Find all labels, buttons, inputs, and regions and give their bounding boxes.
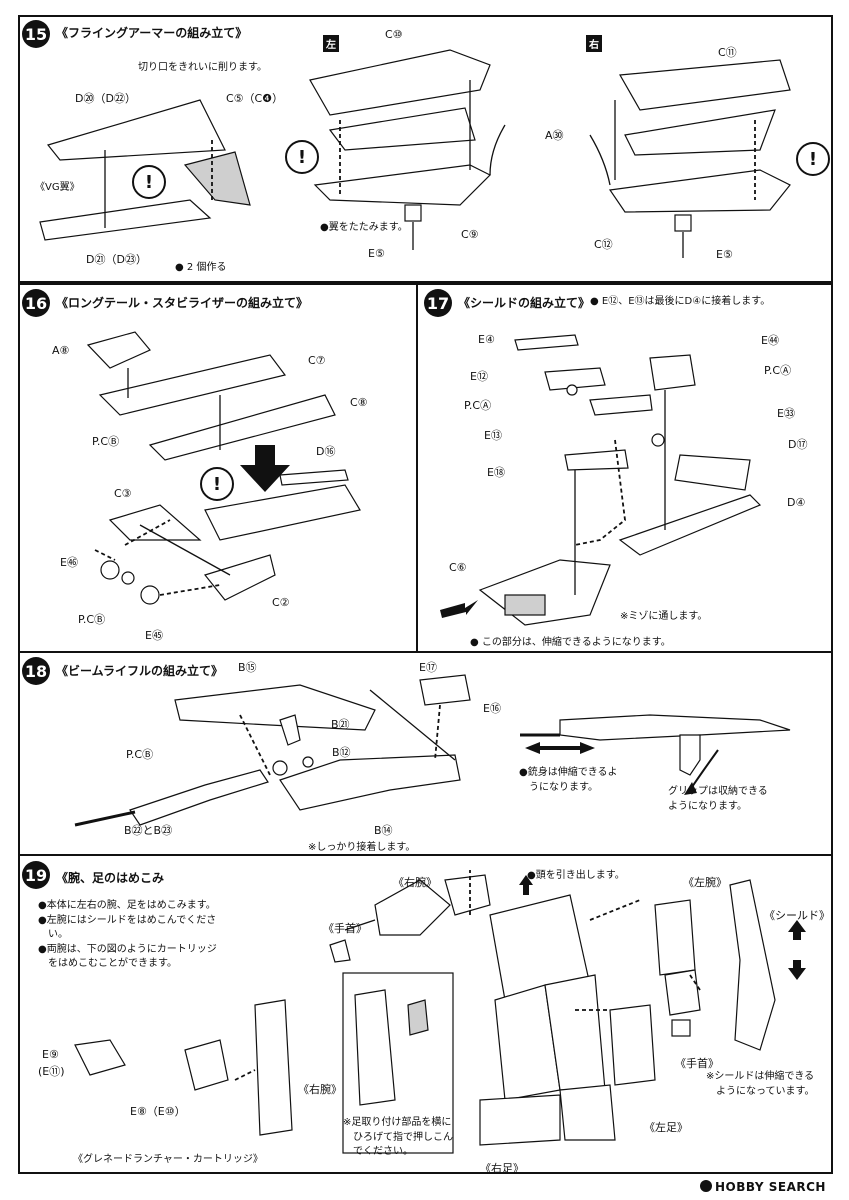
part-label-b21: B㉑ — [331, 718, 350, 731]
part-label-c12: C⑫ — [594, 238, 613, 251]
part-label-d16: D⑯ — [316, 445, 336, 458]
step-17-title: 《シールドの組み立て》 — [458, 296, 591, 310]
part-label-e45: E㊺ — [145, 629, 163, 642]
grip-note: グリップは収納できる ようになります。 — [668, 786, 768, 812]
part-label-c5: C⑤（C❹） — [226, 92, 284, 105]
part-label-e18: E⑱ — [487, 466, 505, 479]
part-label-c10: C⑩ — [385, 28, 403, 41]
part-label-b22-b23: B㉒とB㉓ — [124, 824, 173, 837]
label-left-arm: 《左腕》 — [683, 876, 727, 889]
part-label-c3: C③ — [114, 487, 132, 500]
part-label-e33: E㉝ — [777, 407, 795, 420]
label-left-leg: 《左足》 — [644, 1121, 688, 1134]
step-15-title: 《フライングアーマーの組み立て》 — [56, 26, 248, 40]
part-label-pca-right: P.CⒶ — [764, 364, 792, 377]
part-label-e5-left: E⑤ — [368, 247, 385, 260]
step-16-number: 16 — [22, 289, 50, 317]
step-17-subnote: ● E⑫、E⑬は最後にD④に接着します。 — [590, 296, 771, 307]
part-label-b14: B⑭ — [374, 824, 393, 837]
label-shield: 《シールド》 — [764, 909, 830, 922]
part-label-d20: D⑳（D㉒） — [75, 92, 136, 105]
right-side-tag: 右 — [586, 35, 602, 52]
part-label-e17: E⑰ — [419, 661, 437, 674]
two-pieces-note: ● 2 個作る — [175, 262, 227, 273]
label-hand-left: 《手首》 — [323, 922, 367, 935]
label-right-arm-2: 《右腕》 — [298, 1083, 342, 1096]
step-15-number: 15 — [22, 20, 50, 48]
label-hand-right: 《手首》 — [675, 1057, 719, 1070]
part-label-e46: E㊻ — [60, 556, 78, 569]
part-label-c7: C⑦ — [308, 354, 326, 367]
part-label-e13: E⑬ — [484, 429, 502, 442]
caution-icon: ! — [796, 142, 830, 176]
label-right-arm: 《右腕》 — [393, 876, 437, 889]
glue-note: ※しっかり接着します。 — [308, 842, 416, 853]
part-label-b15: B⑮ — [238, 661, 257, 674]
part-label-e8-e10: E⑧（E⑩） — [130, 1105, 186, 1118]
part-label-e44: E㊹ — [761, 334, 779, 347]
step-19-number: 19 — [22, 861, 50, 889]
part-label-c11: C⑪ — [718, 46, 737, 59]
part-label-e11: (E⑪) — [38, 1065, 65, 1078]
caution-icon: ! — [132, 165, 166, 199]
part-label-e12: E⑫ — [470, 370, 488, 383]
part-label-pcb: P.CⒷ — [92, 435, 120, 448]
step-18-number: 18 — [22, 657, 50, 685]
cartridge-caption: 《グレネードランチャー・カートリッジ》 — [73, 1154, 263, 1165]
vg-wing-label: 《VG翼》 — [35, 182, 80, 193]
head-note: ●頭を引き出します。 — [527, 870, 625, 881]
cut-note: 切り口をきれいに削ります。 — [138, 62, 267, 73]
caution-icon: ! — [285, 140, 319, 174]
step-17-number: 17 — [424, 289, 452, 317]
label-right-leg: 《右足》 — [480, 1162, 524, 1175]
part-label-a8: A⑧ — [52, 344, 70, 357]
part-label-d4: D④ — [787, 496, 806, 509]
step-19-panel — [18, 854, 833, 1174]
part-label-pca: P.CⒶ — [464, 399, 492, 412]
step-15-panel — [18, 15, 833, 283]
part-label-e9: E⑨ — [42, 1048, 59, 1061]
step-16-title: 《ロングテール・スタビライザーの組み立て》 — [56, 296, 309, 310]
part-label-e16: E⑯ — [483, 702, 501, 715]
groove-note: ※ミゾに通します。 — [620, 611, 708, 622]
caution-icon: ! — [200, 467, 234, 501]
logo-mark-icon — [700, 1180, 712, 1192]
part-label-pcb-2: P.CⒷ — [78, 613, 106, 626]
part-label-e5-right: E⑤ — [716, 248, 733, 261]
part-label-c8: C⑧ — [350, 396, 368, 409]
step-19-title: 《腕、足のはめこみ — [56, 871, 165, 885]
part-label-a30: A㉚ — [545, 129, 564, 142]
part-label-e4: E④ — [478, 333, 495, 346]
part-label-c2: C② — [272, 596, 290, 609]
part-label-c6: C⑥ — [449, 561, 467, 574]
foot-note: ※足取り付け部品を横に ひろげて指で押しこん でください。 — [343, 1117, 453, 1157]
hobby-search-logo: HOBBY SEARCH — [700, 1180, 826, 1194]
barrel-note: ●銃身は伸縮できるよ うになります。 — [519, 767, 618, 793]
left-side-tag: 左 — [323, 35, 339, 52]
part-label-d17: D⑰ — [788, 438, 808, 451]
part-label-b12: B⑫ — [332, 746, 351, 759]
extend-note: ● この部分は、伸縮できるようになります。 — [470, 637, 671, 648]
step-18-title: 《ビームライフルの組み立て》 — [56, 664, 224, 678]
part-label-d21: D㉑（D㉓） — [86, 253, 147, 266]
shield-extend-note: ※シールドは伸縮できる ようになっています。 — [706, 1071, 815, 1097]
part-label-c9: C⑨ — [461, 228, 479, 241]
part-label-pcb: P.CⒷ — [126, 748, 154, 761]
fold-note: ●翼をたたみます。 — [320, 222, 408, 233]
step-19-notes: ●本体に左右の腕、足をはめこみます。 ●左腕にはシールドをはめこんでくださ い。… — [38, 900, 217, 969]
